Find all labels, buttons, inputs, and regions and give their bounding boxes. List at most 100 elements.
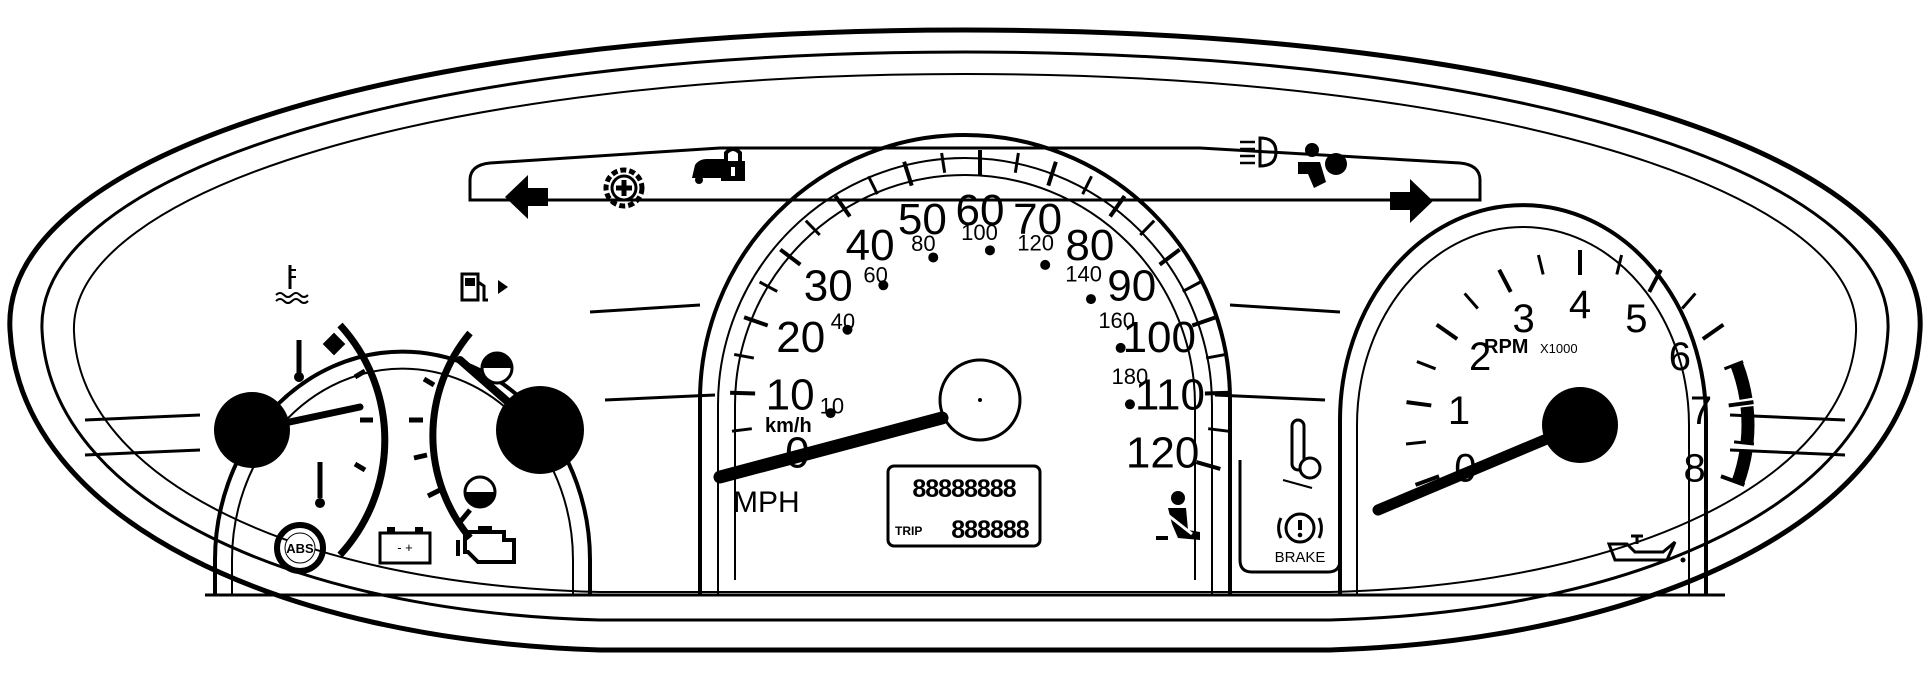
speedometer-kmh-label: 100 bbox=[961, 220, 998, 245]
speedometer-kmh-label: 10 bbox=[820, 394, 844, 419]
tachometer-labels: 012345678 bbox=[1448, 283, 1712, 491]
speedometer-tick bbox=[779, 247, 802, 267]
headlamp-icon bbox=[1240, 136, 1278, 168]
tachometer-label: 3 bbox=[1513, 297, 1535, 341]
speedometer-pod: 0102030405060708090100110120 10406080100… bbox=[698, 133, 1232, 595]
speedometer-mph-label: 10 bbox=[766, 370, 815, 419]
rpm-multiplier: X1000 bbox=[1540, 341, 1578, 356]
tachometer-tick bbox=[1536, 254, 1545, 275]
odometer-display: 88888888 TRIP 888888 bbox=[886, 464, 1042, 548]
speedometer-tick bbox=[833, 194, 852, 218]
tachometer-tick bbox=[1406, 400, 1432, 408]
speedometer-tick bbox=[1191, 315, 1217, 328]
speedometer-mph-label: 70 bbox=[1013, 195, 1062, 244]
tachometer-tick bbox=[1497, 268, 1513, 293]
fuel-full-icon bbox=[480, 351, 514, 385]
speedometer-kmh-dot bbox=[1040, 259, 1051, 270]
speedometer-mph-label: 50 bbox=[898, 195, 947, 244]
fuel-empty-icon bbox=[458, 475, 497, 524]
speedometer-kmh-dot bbox=[878, 280, 889, 291]
kmh-unit-label: km/h bbox=[765, 415, 812, 437]
brake-label: BRAKE bbox=[1275, 549, 1326, 566]
trip-label: TRIP bbox=[895, 524, 922, 538]
temperature-needle bbox=[248, 403, 364, 434]
battery-warning-icon: - + bbox=[378, 527, 432, 565]
traction-control-gear-icon bbox=[603, 167, 645, 209]
speedometer-kmh-label: 40 bbox=[831, 309, 855, 334]
tachometer-tick bbox=[1728, 400, 1754, 408]
tachometer-needle bbox=[1372, 419, 1586, 516]
tachometer-tick bbox=[1414, 474, 1440, 487]
fuel-gauge bbox=[409, 272, 584, 541]
telltale-strip bbox=[468, 146, 1482, 202]
speedometer-tick bbox=[1205, 352, 1227, 360]
speedometer-tick bbox=[1195, 460, 1221, 471]
left-turn-arrow-icon bbox=[505, 175, 548, 219]
speedometer-tick bbox=[758, 280, 778, 293]
tachometer-tick bbox=[1416, 360, 1437, 371]
tachometer-redline-band bbox=[1730, 361, 1755, 485]
abs-text: ABS bbox=[286, 541, 314, 556]
airbag-icon bbox=[1298, 143, 1347, 188]
rpm-label: RPM X1000 bbox=[1484, 336, 1578, 358]
tachometer-tick bbox=[1701, 322, 1725, 341]
tachometer-tick bbox=[1681, 292, 1697, 310]
speedometer-kmh-dot bbox=[842, 324, 853, 335]
speedometer-tick bbox=[1204, 390, 1230, 396]
speedometer-tick bbox=[1139, 219, 1156, 237]
speedometer-kmh-dot bbox=[1124, 399, 1135, 410]
tachometer-label: 2 bbox=[1469, 335, 1491, 379]
speedometer-tick bbox=[902, 161, 914, 187]
speedometer-needle bbox=[713, 411, 949, 484]
speedometer-tick bbox=[731, 427, 752, 433]
coolant-temperature-icon bbox=[275, 265, 309, 304]
odometer-value: 88888888 bbox=[912, 475, 1016, 503]
tachometer-label: 7 bbox=[1690, 389, 1712, 433]
tachometer-tick bbox=[1720, 474, 1746, 487]
speedometer-kmh-dot bbox=[1115, 342, 1126, 353]
speedometer-kmh-label: 80 bbox=[911, 231, 935, 256]
speedometer-mph-label: 100 bbox=[1123, 313, 1196, 362]
speedometer-kmh-label: 60 bbox=[863, 262, 887, 287]
cold-indicator-icon bbox=[315, 462, 325, 508]
speedometer-mph-label: 60 bbox=[956, 186, 1005, 235]
speedometer-tick bbox=[1046, 161, 1058, 187]
tachometer-tick bbox=[1615, 254, 1624, 275]
tachometer-tick bbox=[1405, 440, 1427, 446]
trip-value: 888888 bbox=[951, 516, 1030, 544]
speedometer-kmh-label: 140 bbox=[1065, 262, 1102, 287]
trip-reset-stem-icon bbox=[1282, 418, 1322, 489]
speedometer-mph-label: 120 bbox=[1126, 428, 1199, 477]
hot-warning-icon bbox=[294, 332, 346, 382]
speedometer-tick bbox=[1182, 280, 1202, 293]
speedometer-mph-label: 110 bbox=[1135, 370, 1205, 419]
brake-warning-module: BRAKE bbox=[1238, 418, 1342, 574]
tachometer-label: 8 bbox=[1684, 447, 1706, 491]
right-turn-arrow-icon bbox=[1390, 179, 1433, 223]
speedometer-tick bbox=[1108, 194, 1127, 218]
speedometer-tick bbox=[1081, 175, 1093, 195]
speedometer-kmh-label: 160 bbox=[1098, 308, 1135, 333]
speedometer-tick bbox=[730, 390, 756, 396]
seatbelt-warning-icon bbox=[1156, 491, 1200, 540]
left-gauge-pod: ABS - + bbox=[213, 265, 592, 595]
speedometer-tick bbox=[1013, 152, 1020, 173]
tachometer-tick bbox=[1647, 268, 1663, 293]
tachometer-pod: 012345678 RPM X1000 bbox=[1338, 203, 1755, 595]
fuel-pump-icon bbox=[460, 272, 508, 302]
speedometer-tick bbox=[867, 175, 879, 195]
brake-warning-icon bbox=[1277, 512, 1323, 544]
tachometer-label: 4 bbox=[1569, 283, 1591, 327]
tachometer-label: 5 bbox=[1625, 297, 1647, 341]
oil-pressure-icon bbox=[1606, 534, 1686, 563]
tachometer-ticks bbox=[1405, 250, 1755, 487]
speedometer-mph-label: 80 bbox=[1065, 221, 1114, 270]
speedometer-mph-label: 30 bbox=[804, 262, 853, 311]
temperature-gauge bbox=[214, 265, 389, 558]
mph-unit-label: MPH bbox=[733, 486, 800, 519]
speedometer-kmh-dot bbox=[928, 252, 939, 263]
fuel-needle bbox=[456, 356, 544, 434]
speedometer-kmh-label: 180 bbox=[1112, 364, 1149, 389]
tachometer-label: 1 bbox=[1448, 389, 1470, 433]
